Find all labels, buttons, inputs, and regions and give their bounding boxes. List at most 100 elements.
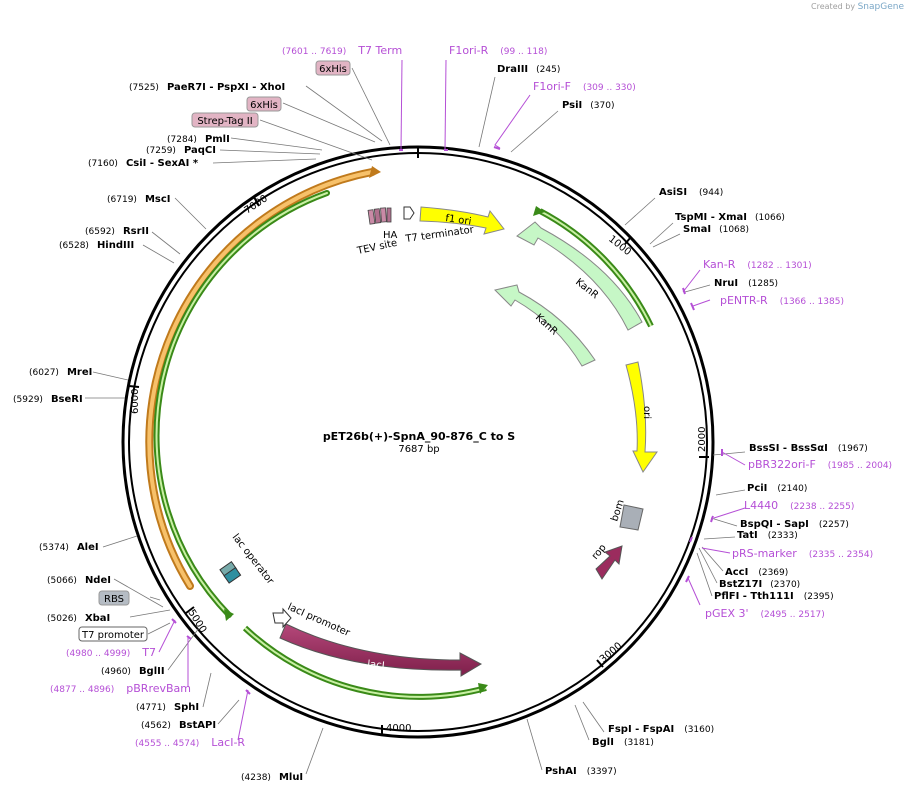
primer-range-prs-marker: (2335 .. 2354): [809, 550, 873, 560]
tick-label-4000: 4000: [386, 723, 411, 734]
svg-text:BssSI - BssSαI(1967): BssSI - BssSαI(1967): [749, 443, 868, 454]
position-ticks: [128, 148, 709, 735]
svg-text:PshAI(3397): PshAI (3397): [545, 766, 617, 777]
bom-feature[interactable]: [619, 504, 644, 531]
orf-green-arc-kan-inner: [539, 210, 652, 327]
svg-text:NruI(1285): NruI (1285): [714, 278, 778, 289]
strep-tag-box: [191, 112, 259, 128]
tag-feature-1[interactable]: [373, 208, 382, 224]
f1-ori-feature[interactable]: [419, 206, 505, 235]
enzyme-pos-bglii: (4960): [101, 667, 131, 677]
enzyme-name-psii: PsiI: [562, 100, 582, 111]
tag-feature-2[interactable]: [380, 207, 387, 223]
svg-text:(6592)RsrII: (6592)RsrII: [85, 226, 149, 237]
enzyme-pos-pcii: (2140): [777, 484, 807, 494]
enzyme-pos-bstapi: (4562): [141, 721, 171, 731]
enzyme-name-sphi: SphI: [174, 702, 199, 713]
svg-text:PsiI(370): PsiI (370): [562, 100, 614, 111]
svg-text:AccI(2369): AccI (2369): [725, 567, 788, 578]
enzyme-name-paqci: PaqCI: [184, 145, 216, 156]
primer-range-t7-term: (7601 .. 7619): [282, 47, 346, 57]
orf-orange-arc-outline: [145, 168, 376, 590]
laci-promoter-feature[interactable]: [272, 607, 292, 629]
enzyme-name-pshai: PshAI: [545, 766, 577, 777]
enzyme-pos-bstz17i: (2370): [770, 580, 800, 590]
rbs-box: [98, 590, 130, 606]
laci-feature[interactable]: [279, 623, 483, 677]
lac-operator-label: lac operator: [230, 532, 277, 587]
ha-feature[interactable]: [386, 207, 392, 223]
tick-label-6000: 6000: [130, 389, 141, 414]
primer-range-kan-r: (1282 .. 1301): [747, 261, 811, 271]
enzyme-name-asisi: AsiSI: [659, 187, 687, 198]
kanr-feature-inner[interactable]: [494, 284, 596, 367]
primer-range-f1ori-r: (99 .. 118): [500, 47, 547, 57]
orf-green-arc: [155, 192, 328, 616]
tev-site-feature[interactable]: [367, 209, 376, 225]
primer-range-pbrrevbam: (4877 .. 4896): [50, 685, 114, 695]
enzyme-pos-alei: (5374): [39, 543, 69, 553]
svg-text:AsiSI(944): AsiSI (944): [659, 187, 723, 198]
primer-name-f1ori-r: F1ori-R: [449, 44, 489, 57]
enzyme-pos-msci: (6719): [107, 195, 137, 205]
enzyme-labels: DraIII(245) PsiI(370) AsiSI(944) TspMI -…: [13, 64, 868, 783]
rbs-label: RBS: [104, 594, 124, 605]
enzyme-name-draiii: DraIII: [497, 64, 528, 75]
svg-text:(4877 .. 4896)pBRrevBam: (4877 .. 4896)pBRrevBam: [50, 682, 191, 695]
enzyme-name-nrui: NruI: [714, 278, 738, 289]
orf-green-arrowhead: [224, 609, 234, 621]
ori-feature[interactable]: [625, 361, 658, 473]
svg-text:(4238)MluI: (4238) MluI: [241, 772, 303, 783]
enzyme-pos-psii: (370): [590, 101, 614, 111]
enzyme-pos-mlui: (4238): [241, 773, 271, 783]
enzyme-pos-asisi: (944): [699, 188, 723, 198]
svg-text:pBR322ori-F(1985 .. 2004): pBR322ori-F (1985 .. 2004): [748, 458, 892, 471]
enzyme-name-pcii: PciI: [747, 483, 767, 494]
orf-orange-arrowhead: [369, 166, 381, 178]
primer-range-f1ori-f: (309 .. 330): [583, 83, 636, 93]
primer-name-t7-term: T7 Term: [357, 44, 402, 57]
tick-6000: [128, 385, 140, 388]
enzyme-pos-tspmi: (1066): [755, 213, 785, 223]
orf-orange-arc: [147, 170, 374, 588]
backbone-outer-ring: [121, 145, 715, 739]
enzyme-name-bgli: BglI: [592, 737, 614, 748]
primer-range-l4440: (2238 .. 2255): [790, 502, 854, 512]
rop-feature[interactable]: [595, 545, 623, 580]
kanr-feature-outer[interactable]: [516, 221, 643, 331]
primer-range-pgex3: (2495 .. 2517): [761, 610, 825, 620]
f1-ori-label: f1 ori: [445, 213, 472, 228]
enzyme-pos-bgli: (3181): [624, 738, 654, 748]
primer-range-pentr-r: (1366 .. 1385): [780, 297, 844, 307]
tag-cluster: [367, 206, 415, 225]
svg-text:(6027)MreI: (6027)MreI: [29, 367, 92, 378]
svg-text:(4960)BglII: (4960)BglII: [101, 666, 165, 677]
enzyme-name-bspqi: BspQI - SapI: [740, 519, 809, 530]
enzyme-name-bsssi: BssSI - BssSαI: [749, 443, 828, 454]
svg-text:pENTR-R(1366 .. 1385): pENTR-R(1366 .. 1385): [720, 294, 844, 307]
t7-terminator-feature[interactable]: [403, 206, 415, 220]
enzyme-pos-acci: (2369): [758, 568, 788, 578]
svg-text:(7160)CsiI - SexAI *: (7160)CsiI - SexAI *: [88, 158, 199, 169]
svg-text:(6528)HindIII: (6528)HindIII: [59, 240, 134, 251]
enzyme-name-acci: AccI: [725, 567, 748, 578]
svg-text:PflFI - Tth111I(2395): PflFI - Tth111I(2395): [714, 591, 834, 602]
plasmid-name: pET26b(+)-SpnA_90-876_C to S: [323, 430, 515, 443]
tick-7000: [253, 196, 260, 207]
enzyme-name-mlui: MluI: [279, 772, 303, 783]
primer-name-pbr322ori-f: pBR322ori-F: [748, 458, 816, 471]
orf-green-arc-laci-inner: [244, 627, 487, 698]
ori-label: ori: [641, 406, 652, 419]
primer-range-pbr322ori-f: (1985 .. 2004): [828, 461, 892, 471]
primer-range-t7: (4980 .. 4999): [66, 649, 130, 659]
snapgene-brand: SnapGene: [857, 2, 904, 12]
enzyme-name-msci: MscI: [145, 194, 171, 205]
lac-operator-feature-2[interactable]: [223, 567, 242, 584]
enzyme-pos-pshai: (3397): [587, 767, 617, 777]
enzyme-name-rsrii: RsrII: [123, 226, 149, 237]
enzyme-pos-nrui: (1285): [748, 279, 778, 289]
enzyme-pos-tati: (2333): [768, 531, 798, 541]
credit-text: Created by: [811, 2, 856, 11]
svg-text:BspQI - SapI(2257): BspQI - SapI(2257): [740, 519, 849, 530]
